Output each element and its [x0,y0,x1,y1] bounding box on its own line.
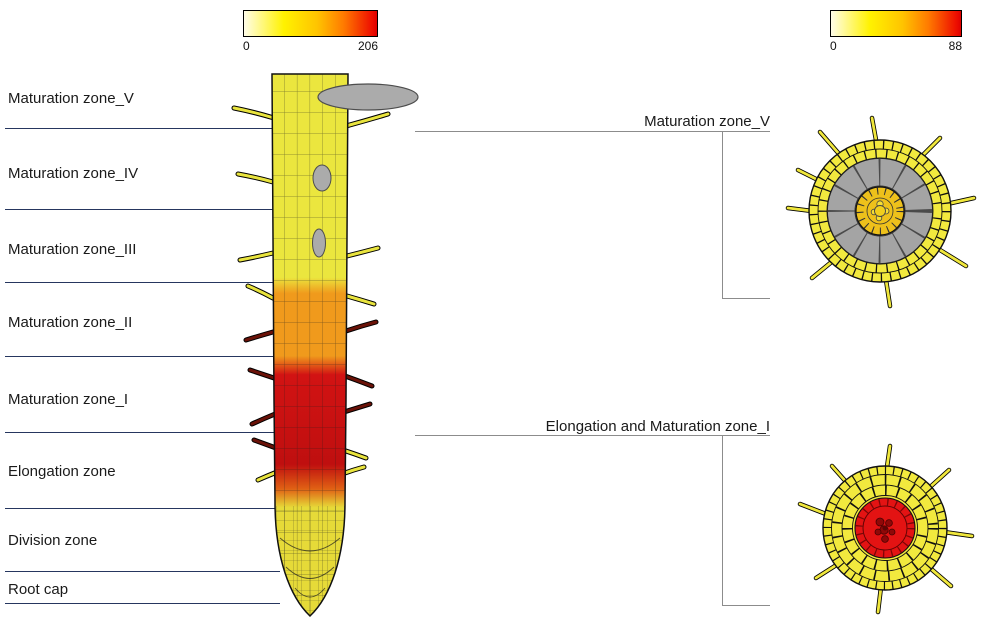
primordium-1 [312,164,332,192]
callout-label-maturation-v: Maturation zone_V [644,113,770,130]
primordium-2 [312,228,326,258]
zone-divider-2 [5,209,280,210]
bracket-top-h2 [722,298,770,299]
root-hairs [231,105,391,483]
zone-label-maturation-iv: Maturation zone_IV [8,165,139,182]
zone-label-maturation-iii: Maturation zone_III [8,241,137,258]
zone-divider-3 [5,282,280,283]
cross-section-i-hairs [797,443,975,615]
cross-section-elongation-maturation-i [797,443,975,615]
zone-divider-4 [5,356,280,357]
colorbar-longitudinal-gradient [243,10,378,37]
cross-section-v-stele [855,186,905,236]
lateral-root [312,83,419,258]
callout-label-elongation-maturation-i: Elongation and Maturation zone_I [545,418,770,435]
root-longitudinal-illustration [231,73,419,618]
zone-divider-6 [5,508,280,509]
bracket-bottom-v [722,435,723,606]
bracket-top-h1 [415,131,770,132]
colorbar-cross-section-max: 88 [948,39,962,53]
cross-section-v-hairs [785,115,977,309]
colorbar-cross-section: 0 88 [830,10,962,53]
cross-section-i-stele [854,497,916,559]
zone-label-maturation-v: Maturation zone_V [8,90,134,107]
zone-divider-5 [5,432,280,433]
bracket-bottom-h2 [722,605,770,606]
zone-label-maturation-ii: Maturation zone_II [8,314,133,331]
colorbar-longitudinal: 0 206 [243,10,378,53]
colorbar-longitudinal-min: 0 [243,39,250,53]
zone-divider-8 [5,603,280,604]
zone-divider-7 [5,571,280,572]
zone-divider-1 [5,128,280,129]
colorbar-cross-section-gradient [830,10,962,37]
bracket-bottom-h1 [415,435,770,436]
zone-label-maturation-i: Maturation zone_I [8,391,129,408]
zone-label-root-cap: Root cap [8,581,69,598]
zone-label-division: Division zone [8,532,98,549]
cross-section-maturation-v [785,115,977,309]
root-body [271,73,349,618]
zone-label-elongation: Elongation zone [8,463,116,480]
colorbar-cross-section-min: 0 [830,39,837,53]
colorbar-longitudinal-max: 206 [357,39,378,53]
bracket-top-v [722,131,723,299]
root-cap-layers [279,537,341,598]
